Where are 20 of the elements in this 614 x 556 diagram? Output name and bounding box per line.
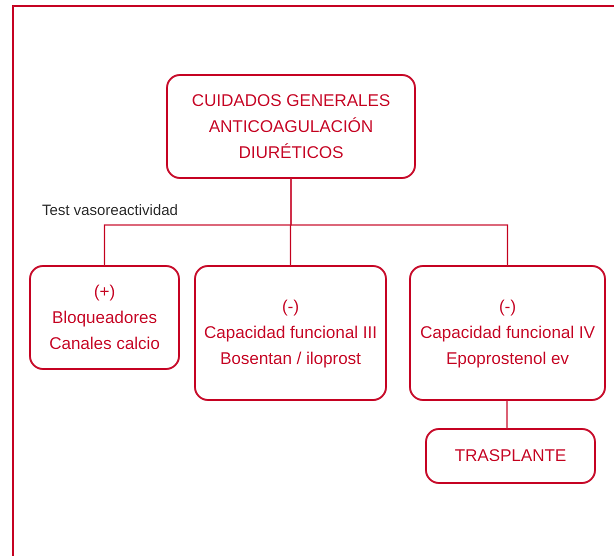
box-text: Bloqueadores Canales calcio: [48, 306, 161, 354]
box-text: CUIDADOS GENERALES: [192, 90, 390, 112]
process-box: [425, 428, 596, 484]
box-text: (+): [94, 280, 116, 302]
box-text: (-): [282, 296, 299, 318]
box-text: DIURÉTICOS: [238, 142, 344, 164]
box-text: Bosentan / iloprost: [220, 348, 361, 370]
process-box: [166, 74, 416, 179]
box-text: Epoprostenol ev: [446, 348, 569, 370]
branch-label: Test vasoreactividad: [42, 201, 178, 221]
box-text: Capacidad funcional III: [204, 322, 377, 344]
box-text: Capacidad funcional IV: [420, 322, 595, 344]
process-box: [194, 265, 387, 401]
box-text: ANTICOAGULACIÓN: [208, 116, 374, 138]
box-text: TRASPLANTE: [454, 445, 566, 467]
connector-line: [506, 401, 508, 428]
process-box: [409, 265, 606, 401]
process-box: [29, 265, 180, 370]
box-text: (-): [499, 296, 516, 318]
connector-line: [290, 179, 508, 265]
